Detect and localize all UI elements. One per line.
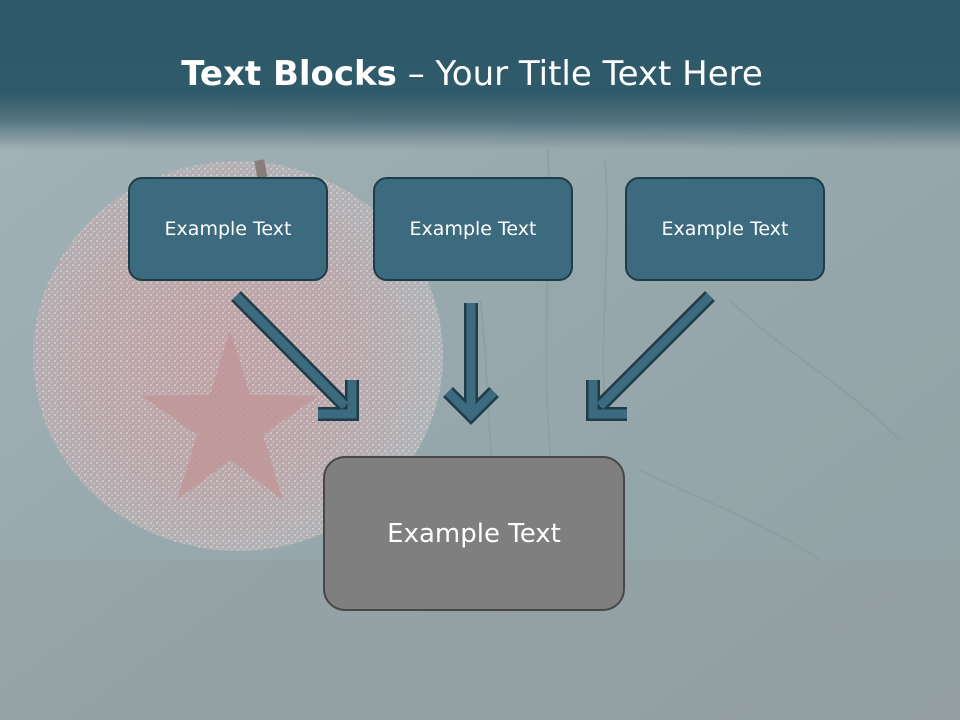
- text-block-right[interactable]: Example Text: [625, 177, 825, 281]
- slide-title: Text Blocks – Your Title Text Here: [0, 54, 944, 94]
- text-block-center[interactable]: Example Text: [373, 177, 573, 281]
- title-bar: [0, 0, 960, 150]
- title-bold: Text Blocks: [181, 54, 397, 94]
- arrow-center-down-fill: [444, 303, 498, 422]
- arrow-right-diagonal-fill: [588, 292, 714, 419]
- arrow-left-diagonal-fill: [232, 292, 357, 419]
- title-separator: –: [396, 54, 436, 94]
- title-regular: Your Title Text Here: [435, 54, 763, 94]
- text-block-bottom[interactable]: Example Text: [323, 456, 625, 611]
- text-block-left[interactable]: Example Text: [128, 177, 328, 281]
